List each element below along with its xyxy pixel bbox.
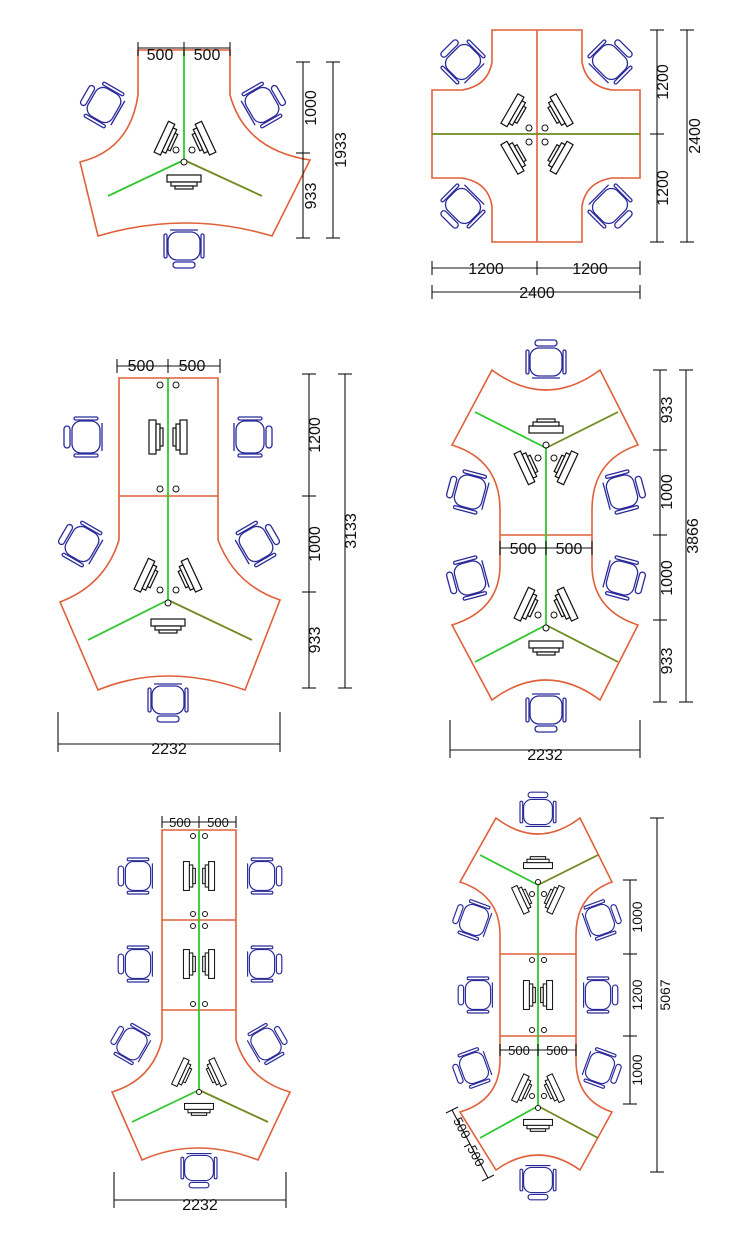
dim-4-h2: 1200: [572, 261, 608, 278]
dim-3-h2: 933: [303, 183, 320, 210]
dim-5-w2: 500: [179, 358, 206, 375]
dim-8-v3: 1000: [629, 1054, 645, 1085]
dim-4-v2: 1200: [655, 170, 672, 206]
dim-8-vt: 5067: [657, 979, 673, 1010]
layout-4-seat: 1200 1200 2400 1200 1200 2400: [431, 29, 704, 302]
dim-5-v1: 1200: [307, 417, 324, 453]
dim-6-v4: 933: [659, 648, 676, 675]
layout-3-seat: 500 500 1000 933 1933: [74, 42, 350, 269]
dim-6-vt: 3866: [685, 518, 702, 554]
layout-7-seat: 500 500 2232: [105, 815, 293, 1214]
dim-7-w1: 500: [169, 815, 191, 830]
dim-8-d2: 500: [464, 1143, 487, 1169]
dim-5-w1: 500: [128, 358, 155, 375]
dim-3-total: 1933: [333, 132, 350, 168]
dim-5-v2: 1000: [307, 526, 324, 562]
dim-8-v1: 1000: [629, 901, 645, 932]
dim-6-v1: 933: [659, 397, 676, 424]
dim-6-ht: 2232: [527, 747, 563, 764]
dim-4-ht: 2400: [519, 285, 555, 302]
dim-8-v2: 1200: [629, 979, 645, 1010]
dim-3-w2: 500: [194, 47, 221, 64]
dim-5-vt: 3133: [343, 513, 360, 549]
dim-7-ht: 2232: [182, 1197, 218, 1214]
dim-8-d1: 500: [450, 1115, 473, 1141]
layout-8-seat: 1000 1200 1000 5067 500 500 500 500: [445, 791, 673, 1201]
dim-4-v1: 1200: [655, 64, 672, 100]
dim-8-w1: 500: [508, 1043, 530, 1058]
dim-4-vt: 2400: [687, 118, 704, 154]
dim-3-h1: 1000: [303, 90, 320, 126]
layout-5-seat: 500 500 1200 1000 933 3133 2232: [52, 358, 360, 758]
layout-6-seat: 933 1000 1000 933 3866 500 500 2232: [442, 339, 702, 764]
dim-3-w1: 500: [147, 47, 174, 64]
dim-5-v3: 933: [307, 627, 324, 654]
dim-6-v2: 1000: [659, 474, 676, 510]
dim-4-h1: 1200: [468, 261, 504, 278]
dim-7-w2: 500: [207, 815, 229, 830]
dim-5-ht: 2232: [151, 741, 187, 758]
dim-6-w2: 500: [556, 541, 583, 558]
dim-6-w1: 500: [510, 541, 537, 558]
dim-8-w2: 500: [546, 1043, 568, 1058]
dim-6-v3: 1000: [659, 560, 676, 596]
